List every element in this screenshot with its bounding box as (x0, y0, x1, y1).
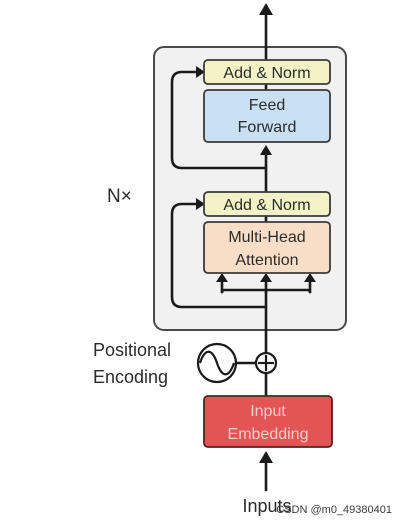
embedding-label-line1: Input (250, 403, 286, 420)
repeat-label: N× (107, 186, 132, 207)
upper-add-norm-box: Add & Norm (203, 59, 331, 85)
add-icon (254, 351, 278, 375)
attention-input-branches (216, 273, 316, 294)
input-arrow (259, 451, 273, 492)
lower-add-norm-box: Add & Norm (203, 191, 331, 217)
norm-to-feedforward-wire (260, 145, 272, 194)
upper-residual-connection (170, 66, 268, 170)
lower-add-norm-label: Add & Norm (223, 197, 310, 214)
feed-forward-label-line2: Forward (238, 119, 297, 136)
inputs-label: Inputs (242, 496, 291, 516)
feed-forward-box: Feed Forward (203, 89, 331, 143)
sine-wave-icon (196, 342, 238, 384)
watermark-text: CSDN @m0_49380401 (276, 504, 392, 516)
input-embedding-box: Input Embedding (203, 395, 333, 448)
feed-forward-label-line1: Feed (249, 97, 285, 114)
attention-label-line2: Attention (235, 252, 298, 269)
multi-head-attention-box: Multi-Head Attention (203, 221, 331, 274)
upper-add-norm-label: Add & Norm (223, 65, 310, 82)
positional-label-line1: Positional (93, 340, 171, 360)
positional-label-line2: Encoding (93, 367, 168, 387)
attention-label-line1: Multi-Head (228, 229, 305, 246)
lower-residual-connection (170, 198, 268, 309)
positional-encoding: Positional Encoding (93, 340, 258, 387)
output-arrow (259, 3, 273, 62)
embedding-label-line2: Embedding (228, 426, 309, 443)
